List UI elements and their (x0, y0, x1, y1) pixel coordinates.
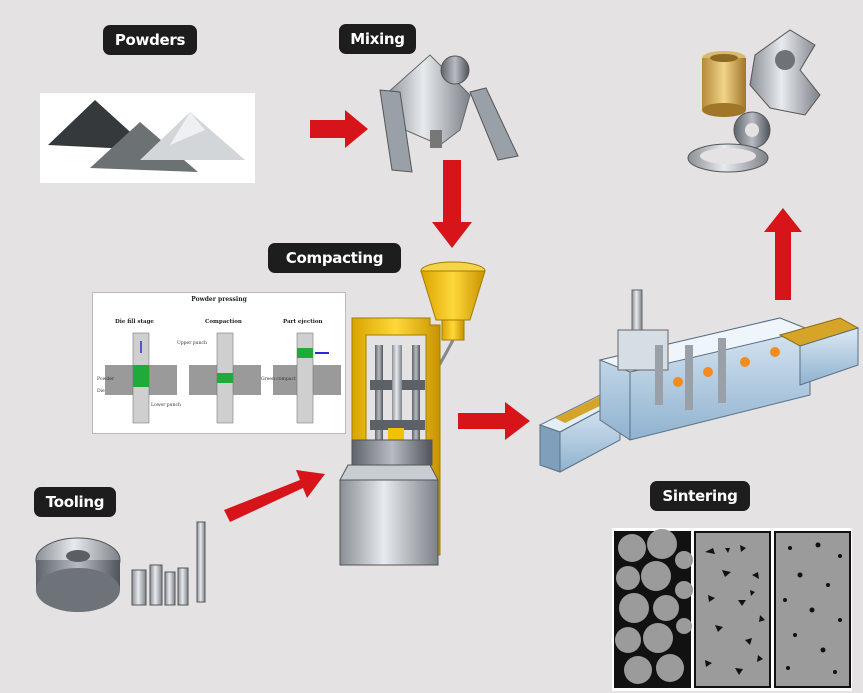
inset-caption-compaction: Compaction (205, 319, 242, 325)
inset-caption-ejection: Part ejection (283, 319, 323, 325)
inset-caption-die-fill: Die fill stage (115, 319, 154, 325)
arrow-tooling-to-compacting (224, 470, 325, 522)
inset-title: Powder pressing (191, 296, 247, 303)
microstructure-panels (612, 528, 852, 691)
label-tooling: Tooling (34, 487, 116, 517)
inset-note-upper-punch: Upper punch (177, 341, 207, 346)
compacting-press (339, 261, 486, 566)
inset-note-powder: Powder (97, 377, 115, 382)
arrow-compacting-to-sintering (458, 402, 530, 440)
mixer-machine (379, 54, 519, 173)
powder-pressing-inset: Powder pressing Die fill stage Compactio… (92, 292, 346, 434)
arrow-mixing-to-compacting (432, 160, 472, 248)
process-arrows (224, 110, 802, 522)
tooling-parts (35, 521, 206, 612)
arrow-sintering-to-parts (764, 208, 802, 300)
inset-note-die: Die (97, 389, 105, 394)
powder-piles-image (40, 93, 255, 183)
label-sintering: Sintering (650, 481, 750, 511)
inset-schematic (105, 332, 341, 424)
arrow-powders-to-mixing (310, 110, 368, 148)
label-mixing: Mixing (339, 24, 416, 54)
inset-note-lower-punch: Lower punch (151, 403, 181, 408)
finished-parts (687, 29, 821, 173)
label-powders: Powders (103, 25, 197, 55)
label-compacting: Compacting (268, 243, 401, 273)
sintering-furnace (538, 289, 860, 473)
inset-note-green-compact: Green compact (261, 377, 296, 382)
